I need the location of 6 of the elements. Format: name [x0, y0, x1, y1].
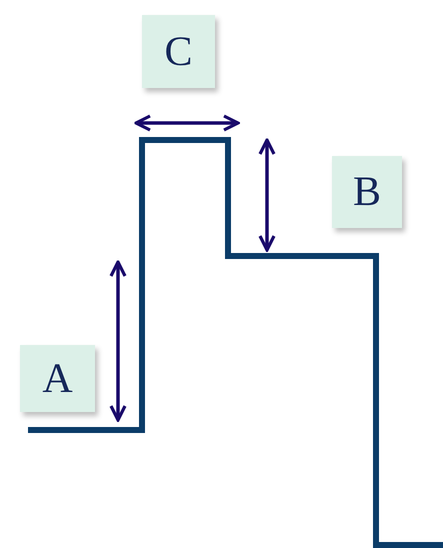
label-box	[142, 15, 215, 88]
dimension-letter: A	[42, 358, 73, 400]
label-box	[332, 156, 402, 228]
label-box	[20, 345, 95, 412]
dimension-letter: C	[164, 30, 192, 72]
dimension-letter: B	[352, 171, 381, 213]
